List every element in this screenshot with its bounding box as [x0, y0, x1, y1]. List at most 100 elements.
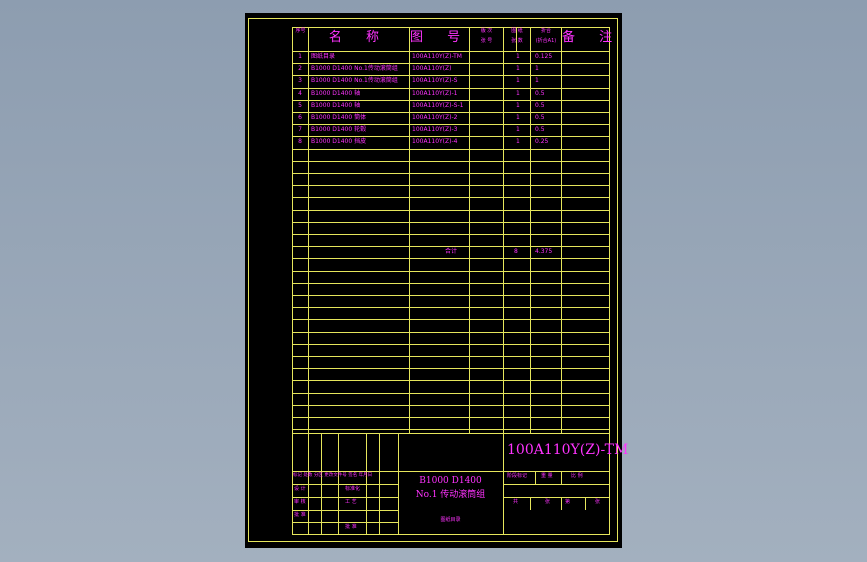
table-row-line [292, 417, 610, 418]
title-block-divider [308, 433, 309, 535]
table-row-line [292, 197, 610, 199]
table-row-line [292, 429, 610, 431]
row-drawing-no: 100A110Y(Z)-1 [412, 89, 458, 97]
sheet-total-label: 共 [513, 499, 519, 505]
title-block-line [292, 522, 398, 523]
row-a1: 1 [535, 65, 539, 73]
sheet-of-label: 张 [545, 499, 551, 505]
table-row-line [292, 295, 610, 296]
table-row-line [292, 185, 610, 187]
table-row-line [292, 136, 610, 138]
row-pages: 1 [516, 77, 520, 85]
row-drawing-no: 100A110Y(Z)-TM [412, 53, 462, 60]
row-name: B1000 D1400 No.1传动滚筒组 [311, 77, 398, 85]
row-a1: 0.5 [535, 89, 545, 97]
row-drawing-no: 100A110Y(Z)-S [412, 77, 458, 85]
weight-label: 重 量 [541, 473, 553, 479]
row-seq: 3 [298, 77, 302, 85]
table-row-line [292, 246, 610, 248]
table-row-line [292, 368, 610, 370]
table-row-line [292, 75, 610, 77]
table-row-line [292, 221, 610, 223]
table-row-line [292, 258, 610, 260]
row-name: B1000 D1400 轴 [311, 101, 361, 109]
title-block-line [292, 471, 610, 472]
title-block-line [292, 484, 398, 485]
table-row-line [292, 87, 610, 89]
row-name: B1000 D1400 轮毂 [311, 126, 367, 134]
header-version: 版 次 [480, 28, 493, 34]
row-a1: 0.25 [535, 138, 549, 146]
table-row-line [292, 173, 610, 174]
table-row-line [292, 234, 610, 235]
standardization-label: 标准化 [345, 486, 361, 492]
revision-mark-row: 标记 处数 分区 更改文件号 签名 年月日 [293, 473, 373, 478]
drawing-code: 100A110Y(Z)-TM [507, 442, 629, 458]
title-block-line [503, 497, 610, 498]
table-row-line [292, 319, 610, 321]
row-name: B1000 D1400 轴 [311, 89, 361, 97]
title-block-divider [585, 497, 586, 510]
title-block-divider [321, 433, 322, 535]
table-row-line [292, 160, 610, 162]
sheet-no-label: 第 [565, 499, 571, 505]
header-seq: 序号 [295, 28, 306, 34]
review-label: 审 核 [294, 499, 306, 505]
title-block-divider [561, 497, 562, 510]
title-block-divider [530, 497, 531, 510]
title-block-divider [561, 471, 562, 484]
row-a1: 0.5 [535, 101, 545, 109]
row-a1: 0.5 [535, 126, 545, 134]
column-divider [308, 27, 309, 433]
title-block-divider [338, 433, 339, 535]
table-row-line [292, 331, 610, 333]
header-remark: 备 注 [562, 30, 623, 45]
row-pages: 1 [516, 126, 520, 134]
table-row-line [292, 404, 610, 406]
row-drawing-no: 100A110Y(Z)-S-1 [412, 101, 464, 109]
drawing-frame [292, 27, 610, 535]
column-divider [561, 27, 562, 433]
row-seq: 7 [298, 126, 302, 134]
table-row-line [292, 343, 610, 345]
table-row-line [292, 99, 610, 101]
total-label: 合计 [445, 248, 458, 256]
title-block-divider [535, 471, 536, 484]
column-divider [409, 27, 410, 433]
design-label: 设 计 [294, 486, 306, 492]
approve-label: 批 准 [294, 512, 306, 518]
total-pages: 8 [514, 248, 518, 256]
title-block-divider [379, 433, 380, 535]
row-name: B1000 D1400 筒体 [311, 114, 367, 121]
table-row-line [292, 356, 610, 357]
header-name: 名 称 [328, 30, 390, 45]
table-row-line [292, 63, 610, 65]
table-row-line [292, 307, 610, 309]
row-pages: 1 [516, 138, 520, 146]
header-pages: 张 数 [511, 38, 523, 44]
column-divider [469, 27, 470, 433]
title-block-line [292, 497, 398, 498]
table-row-line [292, 392, 610, 394]
row-seq: 8 [298, 138, 302, 146]
row-seq: 6 [298, 114, 302, 121]
row-name: 图纸目录 [311, 53, 336, 60]
row-seq: 2 [298, 65, 302, 73]
table-row-line [292, 124, 610, 126]
table-row-line [292, 282, 610, 284]
stage-mark-label: 阶段标记 [507, 473, 528, 479]
row-name: B1000 D1400 No.1传动滚筒组 [311, 65, 398, 73]
title-block-divider [503, 433, 504, 535]
table-row-line [292, 148, 610, 150]
header-drawing-pages: 图 纸 [511, 28, 523, 34]
row-pages: 1 [516, 65, 520, 73]
row-drawing-no: 100A110Y(Z) [412, 65, 452, 73]
row-pages: 1 [516, 53, 520, 60]
title-line-2: No.1 传动滚筒组 [415, 490, 486, 500]
table-row-line [292, 270, 610, 272]
column-divider [530, 27, 531, 433]
header-sheet-no: 张 号 [480, 38, 493, 44]
header-divider [292, 51, 610, 52]
scale-label: 比 例 [571, 473, 583, 479]
